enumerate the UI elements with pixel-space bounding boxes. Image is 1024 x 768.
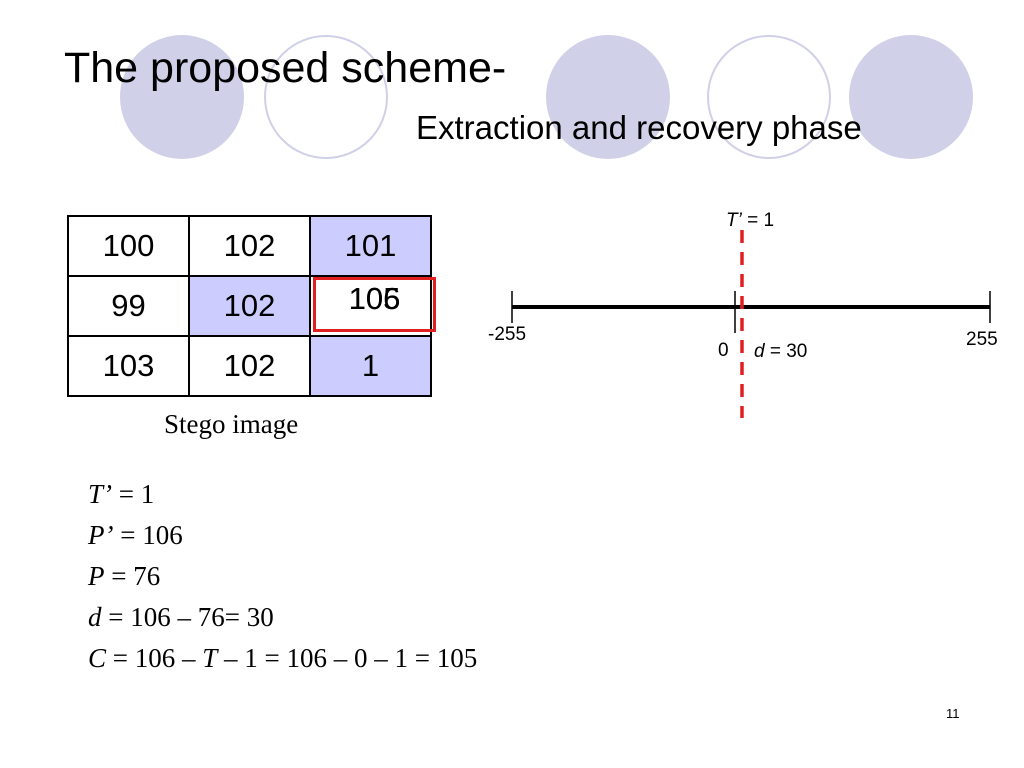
stego-pixel-value: 106: [348, 280, 401, 316]
zero-label: 0: [718, 340, 729, 361]
eq-variable: C: [88, 643, 107, 673]
decorative-circle-4: [707, 35, 831, 159]
equation-recovery: C = 106 – T – 1 = 106 – 0 – 1 = 105: [88, 638, 477, 679]
difference-value: = 30: [765, 341, 808, 362]
target-pixel-highlight-box: 105 106: [313, 277, 436, 332]
table-row: 100 102 101: [67, 215, 432, 277]
recovered-pixel-value: 105: [348, 280, 401, 316]
eq-variable: P: [88, 561, 105, 591]
pixel-cell: 102: [188, 215, 311, 277]
equation-threshold: T’ = 1: [88, 474, 477, 515]
equation-prediction: P = 76: [88, 556, 477, 597]
overlapping-values: 105 106: [349, 281, 401, 317]
table-row: 99 102 105 106: [67, 275, 436, 337]
threshold-label: T’ = 1: [726, 210, 774, 231]
eq-variable: d: [88, 602, 102, 632]
difference-label: d = 30: [754, 341, 807, 362]
decorative-circle-2: [264, 35, 388, 159]
number-line-diagram: T’ = 1 -255 0 255 d = 30: [488, 210, 998, 418]
target-pixel-cell: 105 106: [309, 275, 436, 337]
min-label: -255: [488, 324, 526, 345]
threshold-var: T’: [726, 210, 743, 231]
decorative-circle-5: [849, 35, 973, 159]
equation-difference: d = 106 – 76= 30: [88, 597, 477, 638]
equation-list: T’ = 1 P’ = 106 P = 76 d = 106 – 76= 30 …: [88, 474, 477, 679]
pixel-cell: 102: [188, 335, 311, 397]
threshold-value: = 1: [742, 210, 774, 231]
eq-expression: – 1 = 106 – 0 – 1 = 105: [217, 643, 478, 673]
pixel-cell-highlighted: 102: [188, 275, 311, 337]
pixel-cell: 103: [67, 335, 190, 397]
difference-var: d: [754, 341, 766, 362]
slide-subtitle: Extraction and recovery phase: [416, 109, 862, 146]
eq-variable: T: [202, 643, 218, 673]
eq-expression: = 106: [113, 520, 183, 550]
eq-expression: = 106 – 76= 30: [101, 602, 274, 632]
page-number: 11: [946, 706, 960, 721]
equation-stego-pixel: P’ = 106: [88, 515, 477, 556]
eq-variable: T’: [88, 479, 113, 509]
stego-pixel-table: 100 102 101 99 102 105 106 103 102 1: [67, 215, 436, 397]
eq-expression: = 76: [104, 561, 161, 591]
table-row: 103 102 1: [67, 335, 432, 397]
table-caption: Stego image: [164, 409, 299, 439]
pixel-cell: 99: [67, 275, 190, 337]
max-label: 255: [966, 329, 998, 350]
pixel-cell-highlighted: 1: [309, 335, 432, 397]
pixel-cell: 100: [67, 215, 190, 277]
eq-variable: P’: [88, 520, 114, 550]
eq-expression: = 106 –: [106, 643, 203, 673]
eq-expression: = 1: [112, 479, 155, 509]
decorative-circle-3: [546, 35, 670, 159]
decorative-circle-1: [120, 35, 244, 159]
slide-title: The proposed scheme-: [64, 44, 507, 92]
pixel-cell-highlighted: 101: [309, 215, 432, 277]
